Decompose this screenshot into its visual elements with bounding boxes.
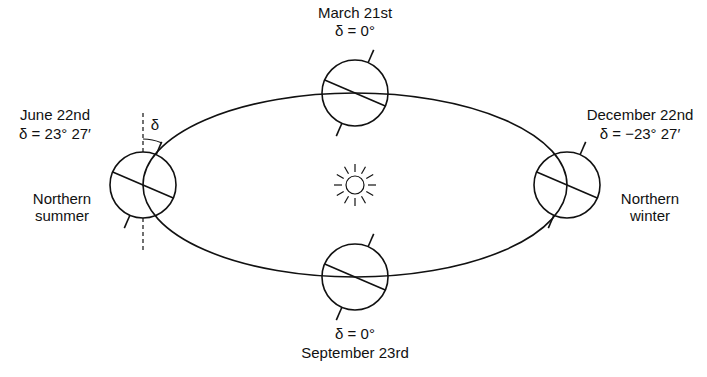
earth-globe — [534, 142, 600, 228]
date-label: December 22nd — [587, 106, 694, 123]
angle-symbol: δ — [151, 116, 159, 133]
declination-label: δ = 0° — [335, 22, 375, 39]
earth-globe — [110, 112, 176, 252]
date-label: September 23rd — [301, 344, 409, 361]
earth-globe — [322, 50, 388, 136]
orbit-ellipse — [143, 93, 567, 277]
date-label: March 21st — [318, 4, 392, 21]
declination-label: δ = 0° — [335, 325, 375, 342]
earth-globe — [322, 234, 388, 320]
date-label: June 22nd — [20, 106, 90, 123]
declination-label: δ = −23° 27′ — [600, 125, 681, 142]
season-label: Northern winter — [621, 190, 679, 225]
declination-label: δ = 23° 27′ — [19, 125, 91, 142]
sun-symbol — [334, 164, 376, 206]
season-label: Northern summer — [33, 190, 91, 225]
